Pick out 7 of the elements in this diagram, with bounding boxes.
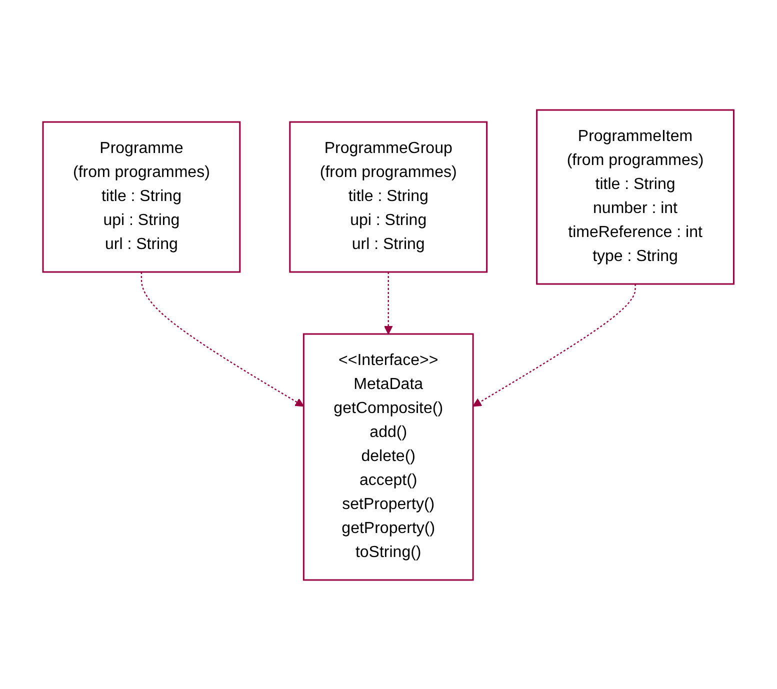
arrow: [141, 272, 304, 406]
node-box: ProgrammeGroup (from programmes) title : String upi : String url : String: [289, 120, 488, 272]
node-box: Programme (from programmes) title : String upi : String url : String: [42, 120, 241, 272]
node-box: ProgrammeItem (from programmes) title : String number : int timeReference : int type : String: [536, 108, 735, 284]
arrow: [472, 284, 636, 406]
node-box: <<Interface>> MetaData getComposite() add() delete() accept() setProperty() getProperty() toString(): [303, 332, 474, 580]
arrow: [384, 272, 393, 334]
